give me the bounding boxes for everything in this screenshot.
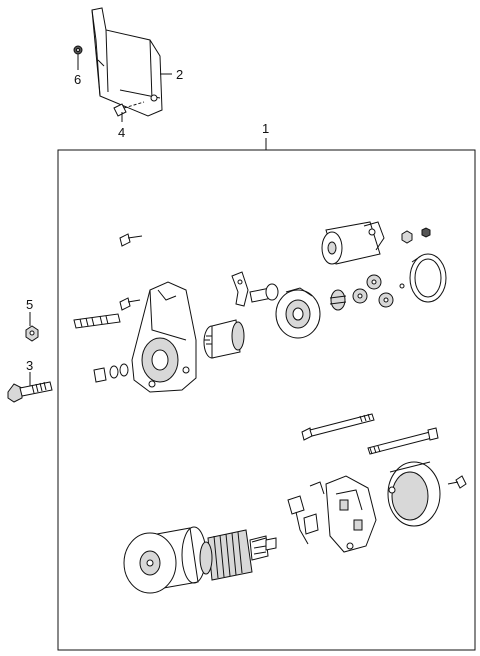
drive-end-housing[interactable]: [131, 281, 197, 393]
through-bolt-long-2[interactable]: [367, 427, 439, 455]
steel-ball[interactable]: [399, 283, 405, 289]
bolt-part-3[interactable]: [7, 381, 53, 403]
pinion-clutch[interactable]: [203, 319, 245, 359]
callout-6: 6: [74, 72, 81, 87]
nut-part-6[interactable]: [73, 45, 83, 55]
planet-gears[interactable]: [352, 274, 394, 308]
leader-lines: [29, 54, 267, 386]
rear-end-cover[interactable]: [387, 461, 441, 527]
plunger[interactable]: [249, 283, 279, 303]
callout-1: 1: [262, 121, 269, 136]
bolt-part-4[interactable]: [113, 101, 145, 117]
callout-2: 2: [176, 67, 183, 82]
heat-shield-bracket[interactable]: [91, 7, 163, 117]
brushes[interactable]: [287, 481, 325, 545]
yoke-field-frame[interactable]: [123, 526, 207, 594]
assembly-frame: [57, 149, 476, 651]
planetary-gear-housing[interactable]: [275, 287, 321, 339]
solenoid-switch[interactable]: [321, 221, 385, 265]
nut-part-5[interactable]: [25, 325, 39, 342]
callout-4: 4: [118, 125, 125, 140]
armature[interactable]: [199, 529, 277, 581]
stud-bolt-left[interactable]: [73, 313, 121, 329]
rear-cover-screw[interactable]: [447, 475, 467, 489]
through-bolt-small-upper[interactable]: [119, 233, 143, 247]
terminal-nuts[interactable]: [401, 227, 431, 244]
callout-5: 5: [26, 297, 33, 312]
shift-lever[interactable]: [231, 271, 249, 307]
gear-shaft[interactable]: [329, 289, 347, 311]
through-bolt-long-1[interactable]: [301, 413, 375, 441]
callout-3: 3: [26, 358, 33, 373]
bushing-and-washers[interactable]: [93, 363, 129, 383]
bolt-housing-small[interactable]: [119, 297, 141, 311]
brush-holder[interactable]: [325, 475, 377, 553]
internal-gear-ring[interactable]: [409, 253, 447, 303]
